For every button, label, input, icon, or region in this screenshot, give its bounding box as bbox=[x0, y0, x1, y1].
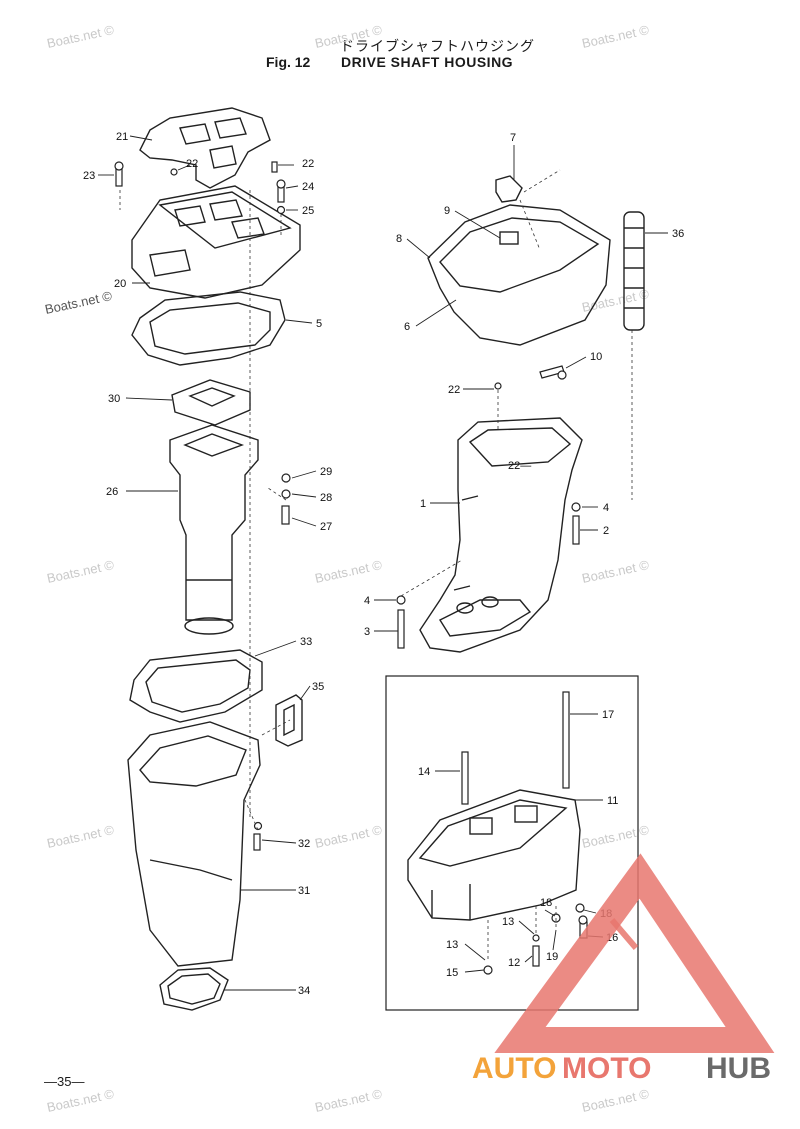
bracket-35-part bbox=[275, 694, 303, 747]
exhaust-adapter-part bbox=[131, 185, 301, 299]
watermark: Boats.net © bbox=[46, 557, 116, 586]
callout-10: 10 bbox=[590, 351, 602, 363]
assembly-lines-left bbox=[119, 190, 291, 831]
callout-18: 18 bbox=[540, 897, 552, 909]
callout-22: 22 bbox=[186, 158, 198, 170]
callout-3: 3 bbox=[364, 626, 370, 638]
bolt-10-part bbox=[539, 365, 567, 380]
callout-36: 36 bbox=[672, 228, 684, 240]
gasket-33-part bbox=[129, 649, 263, 723]
callout-22: 22 bbox=[302, 158, 314, 170]
callout-6: 6 bbox=[404, 321, 410, 333]
callout-15: 15 bbox=[446, 967, 458, 979]
callout-7: 7 bbox=[510, 132, 516, 144]
watermark: Boats.net © bbox=[314, 557, 384, 586]
watermark: Boats.net © bbox=[581, 1086, 651, 1115]
logo-text-hub: HUB bbox=[706, 1052, 771, 1085]
callout-2: 2 bbox=[603, 525, 609, 537]
callout-numbers: 21 23 22 22 24 25 20 5 30 26 29 28 27 33… bbox=[83, 131, 684, 997]
callout-11: 11 bbox=[607, 795, 618, 807]
upper-gasket-part bbox=[139, 107, 271, 189]
callout-33: 33 bbox=[300, 636, 312, 648]
watermarks: Boats.net © Boats.net © Boats.net © Boat… bbox=[46, 22, 651, 1115]
callout-5: 5 bbox=[316, 318, 322, 330]
watermark: Boats.net © bbox=[44, 288, 114, 317]
assembly-lines-right bbox=[400, 169, 633, 597]
figure-title: DRIVE SHAFT HOUSING bbox=[341, 54, 514, 70]
oil-pan-6-part bbox=[427, 175, 611, 346]
callout-4: 4 bbox=[603, 502, 609, 514]
gasket-5-part bbox=[131, 291, 286, 366]
callout-27: 27 bbox=[320, 521, 332, 533]
callout-26: 26 bbox=[106, 486, 118, 498]
water-tube-36-part bbox=[623, 211, 645, 331]
japanese-title: ドライブシャフトハウジング bbox=[340, 39, 535, 55]
callout-13: 13 bbox=[502, 916, 514, 928]
callout-21: 21 bbox=[116, 131, 128, 143]
callout-32: 32 bbox=[298, 838, 310, 850]
callout-12: 12 bbox=[508, 957, 520, 969]
callout-22: 22 bbox=[448, 384, 460, 396]
callout-31: 31 bbox=[298, 885, 310, 897]
studs-inset bbox=[461, 691, 588, 975]
callout-19: 19 bbox=[546, 951, 558, 963]
callout-4: 4 bbox=[364, 595, 370, 607]
gasket-34-part bbox=[159, 967, 229, 1011]
watermark: Boats.net © bbox=[46, 22, 116, 51]
callout-28: 28 bbox=[320, 492, 332, 504]
assembly-lines-inset bbox=[487, 906, 557, 962]
callout-8: 8 bbox=[396, 233, 402, 245]
callout-9: 9 bbox=[444, 205, 450, 217]
callout-13: 13 bbox=[446, 939, 458, 951]
callout-20: 20 bbox=[114, 278, 126, 290]
housing-31-part bbox=[127, 721, 261, 967]
watermark: Boats.net © bbox=[581, 22, 651, 51]
logo-text-moto: MOTO bbox=[562, 1052, 651, 1085]
callout-1: 1 bbox=[420, 498, 426, 510]
callout-23: 23 bbox=[83, 170, 95, 182]
callout-29: 29 bbox=[320, 466, 332, 478]
callout-25: 25 bbox=[302, 205, 314, 217]
fasteners-left bbox=[114, 161, 291, 851]
watermark: Boats.net © bbox=[314, 822, 384, 851]
watermark: Boats.net © bbox=[314, 1086, 384, 1115]
callout-17: 17 bbox=[602, 709, 614, 721]
drive-shaft-housing-1-part bbox=[419, 417, 583, 653]
exhaust-pipe-26-part bbox=[169, 424, 259, 635]
page-number: —35— bbox=[44, 1074, 85, 1089]
callout-34: 34 bbox=[298, 985, 310, 997]
inset-frame bbox=[385, 675, 639, 1011]
watermark: Boats.net © bbox=[581, 822, 651, 851]
lower-housing-11-part bbox=[407, 789, 581, 921]
plate-30-part bbox=[171, 379, 251, 426]
watermark: Boats.net © bbox=[46, 822, 116, 851]
watermark: Boats.net © bbox=[581, 557, 651, 586]
watermark: Boats.net © bbox=[314, 22, 384, 51]
callout-30: 30 bbox=[108, 393, 120, 405]
callout-14: 14 bbox=[418, 766, 430, 778]
fasteners-right bbox=[396, 382, 581, 649]
figure-number: Fig. 12 bbox=[266, 54, 311, 70]
callout-35: 35 bbox=[312, 681, 324, 693]
watermark: Boats.net © bbox=[46, 1086, 116, 1115]
callout-24: 24 bbox=[302, 181, 314, 193]
automotohub-logo: AUTO MOTO HUB bbox=[472, 853, 775, 1085]
leader-lines bbox=[98, 135, 668, 991]
callout-22: 22— bbox=[508, 460, 531, 472]
logo-text-auto: AUTO bbox=[472, 1052, 556, 1085]
